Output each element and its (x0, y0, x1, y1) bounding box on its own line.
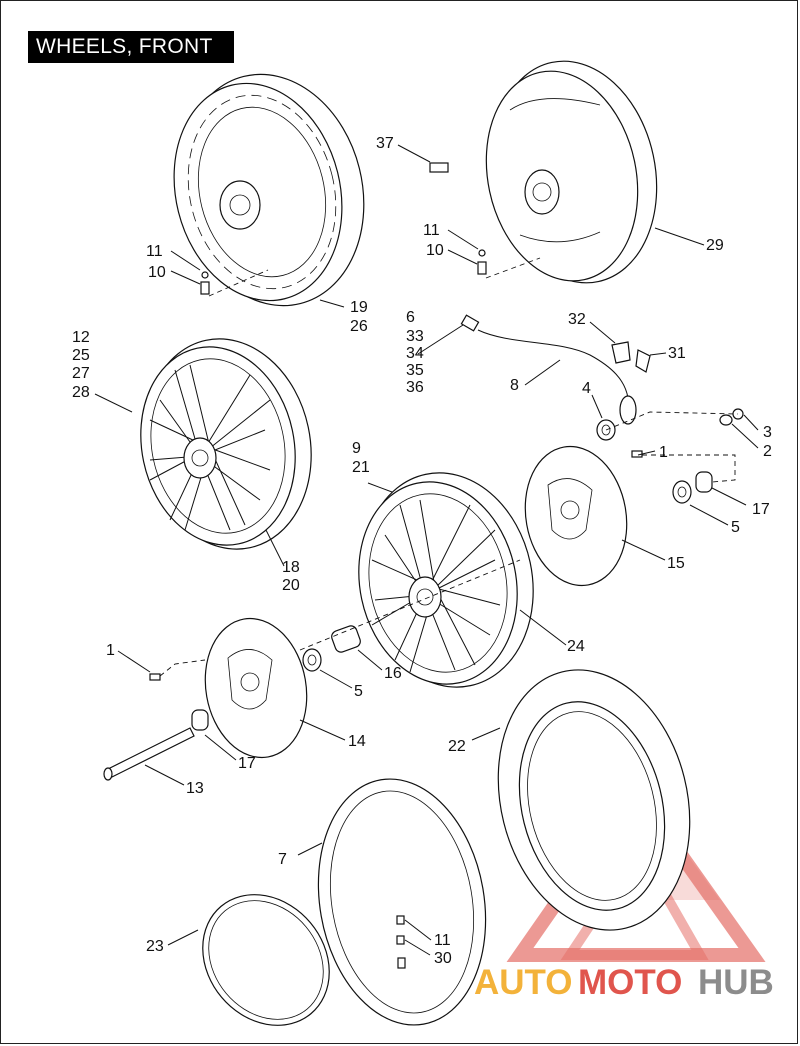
callout-21: 21 (352, 459, 370, 476)
callout-20: 20 (282, 577, 300, 594)
callout-19: 19 (350, 299, 368, 316)
tire-22 (497, 669, 691, 931)
watermark-moto: MOTO (578, 963, 682, 1002)
spoke-wheel-12 (140, 338, 312, 550)
callout-25: 25 (72, 347, 90, 364)
brake-rotor-14 (204, 617, 308, 759)
callout-11: 11 (146, 243, 163, 260)
callout-6: 6 (406, 309, 415, 326)
callout-5: 5 (354, 683, 363, 700)
spacer-17b (191, 709, 209, 731)
leader-lines (94, 144, 759, 956)
cast-wheel-19 (173, 73, 365, 307)
callout-9: 9 (352, 440, 361, 457)
valve-stem-2 (477, 249, 487, 275)
callout-10: 10 (148, 264, 166, 281)
bearing-5a (672, 480, 692, 504)
page-title: WHEELS, FRONT (28, 31, 234, 63)
callout-11: 11 (423, 222, 440, 239)
bearing-5b (302, 648, 322, 672)
spacer-17a (695, 471, 713, 493)
callout-13: 13 (186, 780, 204, 797)
callout-33: 33 (406, 328, 424, 345)
callout-37: 37 (376, 135, 394, 152)
callout-26: 26 (350, 318, 368, 335)
axle-13 (103, 727, 195, 781)
callout-24: 24 (567, 638, 585, 655)
spacer-16 (331, 625, 361, 653)
callout-27: 27 (72, 365, 90, 382)
watermark-auto: AUTO (474, 963, 573, 1002)
callout-30: 30 (434, 950, 452, 967)
callout-18: 18 (282, 559, 300, 576)
callout-36: 36 (406, 379, 424, 396)
callout-22: 22 (448, 738, 466, 755)
callout-1: 1 (106, 642, 115, 659)
callout-28: 28 (72, 384, 90, 401)
callout-15: 15 (667, 555, 685, 572)
watermark-hub: HUB (698, 963, 774, 1002)
callout-3: 3 (763, 424, 772, 441)
callout-17: 17 (752, 501, 770, 518)
brackets-31-32 (611, 341, 651, 373)
callout-12: 12 (72, 329, 90, 346)
callout-16: 16 (384, 665, 402, 682)
callout-7: 7 (278, 851, 287, 868)
callout-labels: 37 11 10 29 11 10 19 26 6 33 34 35 36 32… (72, 135, 772, 967)
wheel-speed-sensor (460, 314, 637, 425)
callout-10: 10 (426, 242, 444, 259)
wheel-weight (429, 162, 449, 173)
callout-32: 32 (568, 311, 586, 328)
brake-rotor-15 (524, 445, 628, 587)
watermark-text: AUTO MOTO HUB (474, 963, 774, 1002)
valve-cap (396, 915, 405, 945)
callout-1: 1 (659, 444, 668, 461)
inner-tube-7 (317, 778, 487, 1026)
callout-11: 11 (434, 932, 451, 949)
callout-5: 5 (731, 519, 740, 536)
callout-4: 4 (582, 380, 591, 397)
callout-29: 29 (706, 237, 724, 254)
callout-14: 14 (348, 733, 366, 750)
screw-1b (149, 673, 161, 681)
callout-35: 35 (406, 362, 424, 379)
valve-stem (200, 271, 210, 295)
spoke-wheel-9 (358, 472, 534, 688)
callout-17: 17 (238, 755, 256, 772)
callout-23: 23 (146, 938, 164, 955)
rim-strip-23 (202, 894, 330, 1026)
callout-34: 34 (406, 345, 424, 362)
washer-2 (719, 414, 733, 426)
callout-8: 8 (510, 377, 519, 394)
callout-31: 31 (668, 345, 686, 362)
callout-2: 2 (763, 443, 772, 460)
disc-wheel-29 (485, 60, 658, 284)
